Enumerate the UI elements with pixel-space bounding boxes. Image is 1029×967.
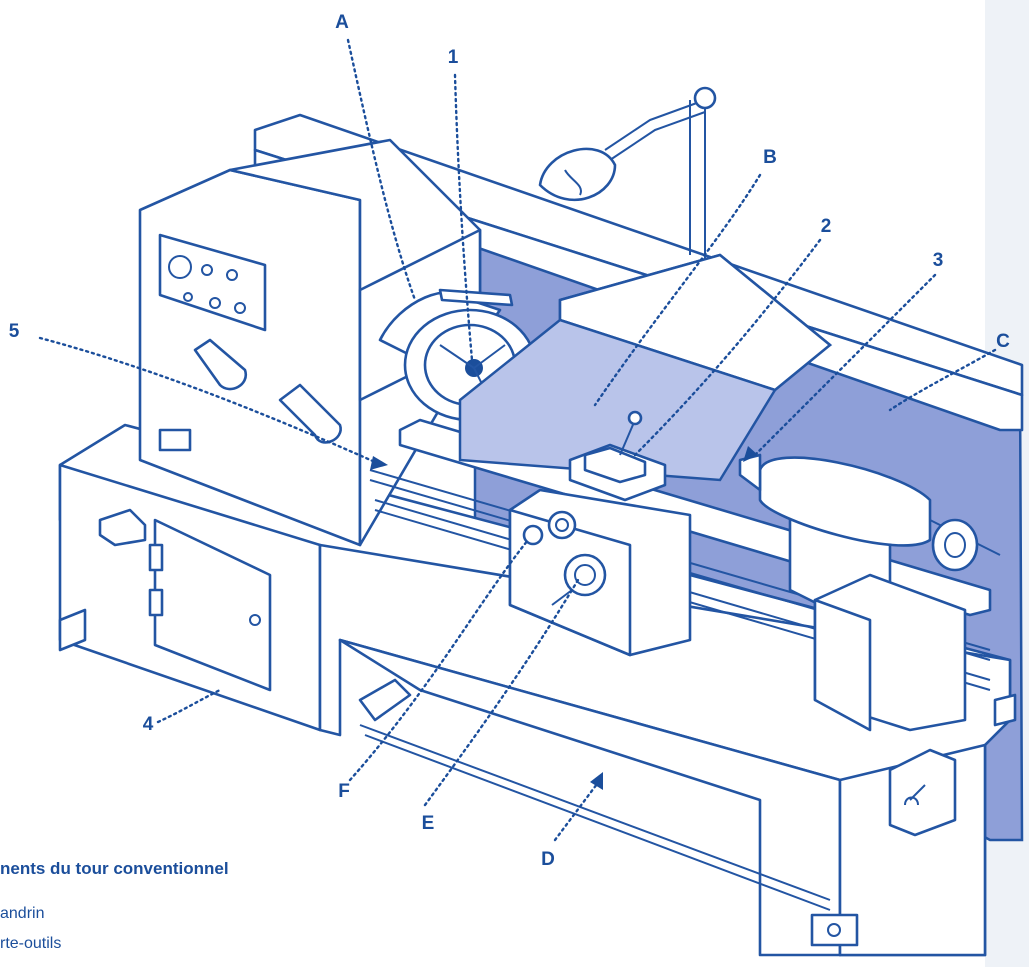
chip-shield xyxy=(458,253,833,482)
leader-C xyxy=(888,348,997,412)
tool-post xyxy=(568,410,667,502)
label-A: A xyxy=(335,12,349,33)
label-2: 2 xyxy=(821,216,832,237)
legend-item-2: rte-outils xyxy=(0,935,61,952)
leader-E xyxy=(423,578,580,807)
leader-4 xyxy=(156,688,222,724)
legend-title: nents du tour conventionnel xyxy=(0,859,229,878)
label-1: 1 xyxy=(448,47,459,68)
work-lamp xyxy=(538,86,717,260)
label-5: 5 xyxy=(9,321,20,342)
leader-3 xyxy=(753,273,937,457)
leader-B xyxy=(593,173,762,407)
label-D: D xyxy=(541,849,555,870)
label-B: B xyxy=(763,147,777,168)
legend-item-1: andrin xyxy=(0,905,44,922)
legend: nents du tour conventionnel andrin rte-o… xyxy=(0,859,229,952)
label-3: 3 xyxy=(933,250,944,271)
leader-2 xyxy=(633,238,822,457)
label-F: F xyxy=(338,781,350,802)
leader-lines xyxy=(38,38,997,842)
label-4: 4 xyxy=(143,714,154,735)
leader-5 xyxy=(38,336,377,464)
carriage-apron xyxy=(508,488,692,657)
label-C: C xyxy=(996,331,1010,352)
label-E: E xyxy=(422,813,435,834)
arrow-5 xyxy=(370,456,388,470)
leader-1 xyxy=(453,73,474,362)
tailstock xyxy=(738,453,1001,732)
arrow-D xyxy=(590,772,603,790)
leader-A xyxy=(346,38,417,302)
arrow-3 xyxy=(743,446,758,462)
